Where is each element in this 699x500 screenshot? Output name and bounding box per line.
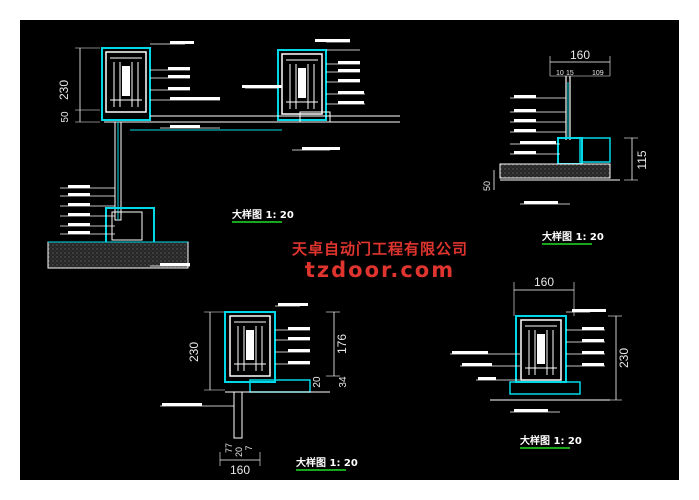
caption-detail-d: 大样图 1: 20 xyxy=(520,434,582,447)
svg-text:77: 77 xyxy=(224,443,234,453)
svg-text:7: 7 xyxy=(244,445,254,450)
sill-frame-b xyxy=(557,137,583,165)
mechanism-d xyxy=(520,319,562,381)
caption-detail-a: 大样图 1: 20 xyxy=(232,208,294,221)
dim-c-inner: 176 xyxy=(335,334,349,354)
labels-a-right xyxy=(242,39,364,150)
svg-text:15: 15 xyxy=(566,70,574,77)
door-leaf-c xyxy=(233,391,243,439)
svg-text:109: 109 xyxy=(592,70,604,77)
watermark-company-name: 天卓自动门工程有限公司 xyxy=(291,240,468,258)
dim-b-right: 115 xyxy=(635,150,649,169)
detail-c: 230 176 20 34 xyxy=(160,303,358,477)
labels-b xyxy=(514,95,558,204)
dim-d-height: 230 xyxy=(617,348,631,368)
svg-text:20: 20 xyxy=(234,447,244,457)
svg-text:10: 10 xyxy=(556,70,564,77)
labels-d xyxy=(452,309,606,412)
svg-text:20: 20 xyxy=(312,376,323,388)
detail-d: 160 230 xyxy=(450,275,631,449)
detail-a: 230 50 xyxy=(47,39,400,269)
cad-drawing-canvas: 230 50 xyxy=(20,20,679,480)
svg-text:34: 34 xyxy=(338,376,349,388)
mechanism-a-left xyxy=(105,51,147,113)
svg-text:50: 50 xyxy=(482,181,492,191)
floor-slab-a xyxy=(47,241,189,269)
caption-detail-b: 大样图 1: 20 xyxy=(542,230,604,243)
leaders-d xyxy=(450,311,605,413)
leaders-c xyxy=(160,305,310,407)
dim-b-width: 160 xyxy=(570,48,590,62)
header-frame-a-left xyxy=(101,47,151,121)
dim-d-width: 160 xyxy=(534,275,554,289)
dim-c-height: 230 xyxy=(187,342,201,362)
labels-c xyxy=(162,303,310,406)
floor-slab-b xyxy=(499,163,611,179)
dim-a-gap: 50 xyxy=(60,111,71,123)
labels-a-left xyxy=(168,41,220,128)
watermark-site: tzdoor.com xyxy=(304,258,456,282)
caption-detail-c: 大样图 1: 20 xyxy=(296,456,358,469)
cad-drawing: 230 50 xyxy=(47,39,649,477)
mechanism-c xyxy=(229,315,271,377)
detail-b: 160 10 15 109 115 50 xyxy=(482,48,649,245)
labels-a-lower xyxy=(68,185,190,266)
dim-c-bottom: 160 xyxy=(230,463,250,477)
dim-a-height: 230 xyxy=(57,80,71,100)
mechanism-a-right xyxy=(281,53,323,115)
leaders-a-left xyxy=(150,43,220,129)
